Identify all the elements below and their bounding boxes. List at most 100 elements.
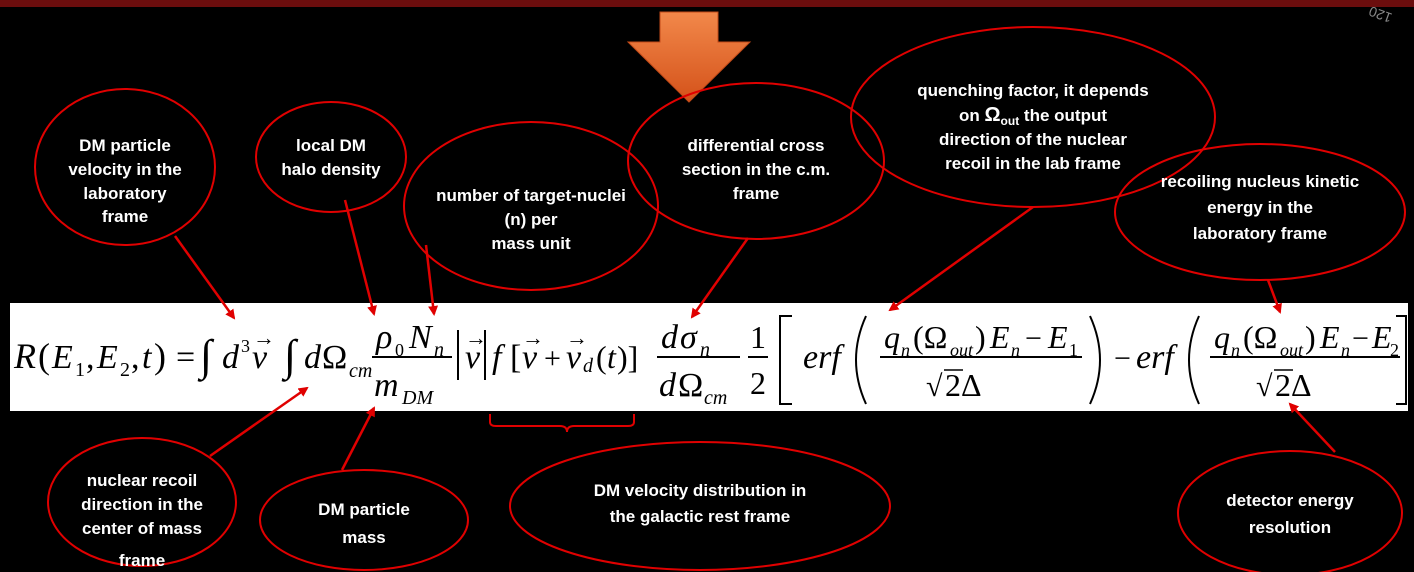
svg-text:→: → bbox=[253, 325, 275, 350]
svg-text:t: t bbox=[607, 339, 617, 375]
annotation-recoil-energy: recoiling nucleus kinetic energy in the … bbox=[1114, 143, 1406, 281]
svg-text:section in the c.m.: section in the c.m. bbox=[682, 160, 830, 179]
svg-text:E: E bbox=[1371, 319, 1392, 355]
svg-text:out: out bbox=[1280, 340, 1304, 360]
svg-text:)]: )] bbox=[617, 339, 638, 375]
arrow-halo-density bbox=[343, 199, 377, 316]
svg-text:frame: frame bbox=[733, 184, 779, 203]
svg-text:erf: erf bbox=[803, 339, 845, 376]
svg-text:∫: ∫ bbox=[197, 331, 215, 382]
svg-text:d: d bbox=[659, 367, 677, 404]
svg-text:n: n bbox=[1231, 340, 1240, 360]
svg-text:→: → bbox=[522, 325, 544, 350]
svg-text:DM particle: DM particle bbox=[79, 136, 171, 155]
annotation-dm-mass: DM particle mass bbox=[259, 469, 469, 571]
svg-text:recoiling nucleus kinetic: recoiling nucleus kinetic bbox=[1161, 172, 1359, 191]
svg-text:ρ: ρ bbox=[375, 319, 392, 356]
svg-text:frame: frame bbox=[119, 551, 165, 570]
svg-text:,: , bbox=[86, 339, 95, 376]
svg-text:1: 1 bbox=[1069, 340, 1078, 360]
svg-text:n: n bbox=[901, 340, 910, 360]
svg-text:the galactic rest frame: the galactic rest frame bbox=[610, 507, 790, 526]
svg-text:detector energy: detector energy bbox=[1226, 491, 1354, 510]
rate-formula: R ( E 1 , E 2 , t ) = ∫ d 3 v → ∫ d Ω cm… bbox=[13, 315, 1407, 409]
svg-text:halo density: halo density bbox=[281, 160, 381, 179]
arrow-velocity-lab bbox=[173, 235, 236, 320]
svg-text:[: [ bbox=[510, 339, 521, 376]
annotation-target-nuclei: number of target-nuclei (n) per mass uni… bbox=[403, 121, 659, 291]
arrow-dm-mass bbox=[340, 406, 376, 471]
svg-text:cm: cm bbox=[704, 387, 727, 409]
svg-text:E: E bbox=[1319, 319, 1340, 355]
svg-text:Ω: Ω bbox=[322, 339, 347, 376]
svg-text:2Δ: 2Δ bbox=[945, 367, 982, 403]
svg-text:velocity in the: velocity in the bbox=[68, 160, 181, 179]
svg-text:energy in the: energy in the bbox=[1207, 198, 1313, 217]
svg-text:E: E bbox=[1047, 319, 1068, 355]
svg-text:3: 3 bbox=[241, 336, 250, 356]
svg-text:(n) per: (n) per bbox=[505, 210, 558, 229]
svg-text:0: 0 bbox=[395, 340, 404, 360]
svg-text:v: v bbox=[465, 339, 481, 376]
svg-text:direction of the nuclear: direction of the nuclear bbox=[939, 130, 1127, 149]
svg-text:on Ωout the output: on Ωout the output bbox=[959, 104, 1107, 128]
svg-text:v: v bbox=[522, 339, 538, 376]
arrow-recoil-energy bbox=[1266, 279, 1282, 314]
svg-text:q: q bbox=[884, 319, 900, 355]
svg-text:recoil in the lab frame: recoil in the lab frame bbox=[945, 154, 1121, 173]
velocity-distribution-bracket bbox=[489, 414, 635, 433]
svg-text:out: out bbox=[950, 340, 974, 360]
svg-text:n: n bbox=[1011, 340, 1020, 360]
svg-text:d: d bbox=[222, 339, 240, 376]
svg-text:E: E bbox=[989, 319, 1010, 355]
svg-text:(: ( bbox=[38, 336, 50, 376]
svg-text:R: R bbox=[13, 336, 36, 376]
svg-text:√: √ bbox=[926, 370, 943, 403]
svg-text:t: t bbox=[142, 339, 153, 376]
svg-text:−: − bbox=[1114, 342, 1131, 375]
svg-text:=: = bbox=[176, 339, 195, 376]
svg-text:−: − bbox=[1025, 322, 1042, 355]
svg-text:E: E bbox=[51, 339, 73, 376]
svg-text:E: E bbox=[96, 339, 118, 376]
svg-text:f: f bbox=[492, 339, 506, 376]
arrow-energy-resolution bbox=[1288, 402, 1336, 453]
svg-text:2Δ: 2Δ bbox=[1275, 367, 1312, 403]
svg-text:m: m bbox=[374, 367, 399, 404]
svg-text:resolution: resolution bbox=[1249, 518, 1331, 537]
svg-text:→: → bbox=[465, 325, 487, 350]
connector-arrows bbox=[173, 199, 1336, 471]
svg-text:v: v bbox=[252, 339, 268, 376]
svg-text:quenching factor, it depends: quenching factor, it depends bbox=[917, 81, 1148, 100]
svg-text:cm: cm bbox=[349, 360, 372, 382]
svg-text:(Ω: (Ω bbox=[1243, 319, 1277, 355]
svg-text:√: √ bbox=[1256, 370, 1273, 403]
svg-text:mass: mass bbox=[342, 528, 385, 547]
svg-text:nuclear recoil: nuclear recoil bbox=[87, 471, 198, 490]
arrow-quenching bbox=[888, 205, 1034, 312]
svg-text:): ) bbox=[154, 336, 166, 376]
svg-text:d: d bbox=[304, 339, 322, 376]
arrow-cross-section bbox=[690, 237, 750, 319]
svg-text:laboratory: laboratory bbox=[83, 184, 167, 203]
top-bar bbox=[0, 0, 1414, 7]
svg-text:σ: σ bbox=[680, 319, 698, 356]
svg-text:Ω: Ω bbox=[678, 367, 703, 404]
svg-text:1: 1 bbox=[75, 359, 85, 381]
svg-text:number of target-nuclei: number of target-nuclei bbox=[436, 186, 626, 205]
svg-text:−: − bbox=[1352, 322, 1369, 355]
arrow-target-nuclei bbox=[424, 244, 439, 316]
svg-text:): ) bbox=[1305, 319, 1316, 355]
svg-text:n: n bbox=[700, 339, 710, 361]
svg-text:mass unit: mass unit bbox=[491, 234, 571, 253]
svg-text:+: + bbox=[544, 342, 561, 375]
svg-text:1: 1 bbox=[750, 319, 766, 355]
svg-text:2: 2 bbox=[750, 365, 766, 401]
svg-text:d: d bbox=[661, 319, 679, 356]
annotation-diff-cross-section: differential cross section in the c.m. f… bbox=[627, 82, 885, 240]
svg-text:direction in the: direction in the bbox=[81, 495, 203, 514]
arrow-recoil-direction bbox=[209, 386, 309, 458]
svg-text:DM velocity distribution in: DM velocity distribution in bbox=[594, 481, 807, 500]
svg-text:N: N bbox=[408, 319, 434, 356]
